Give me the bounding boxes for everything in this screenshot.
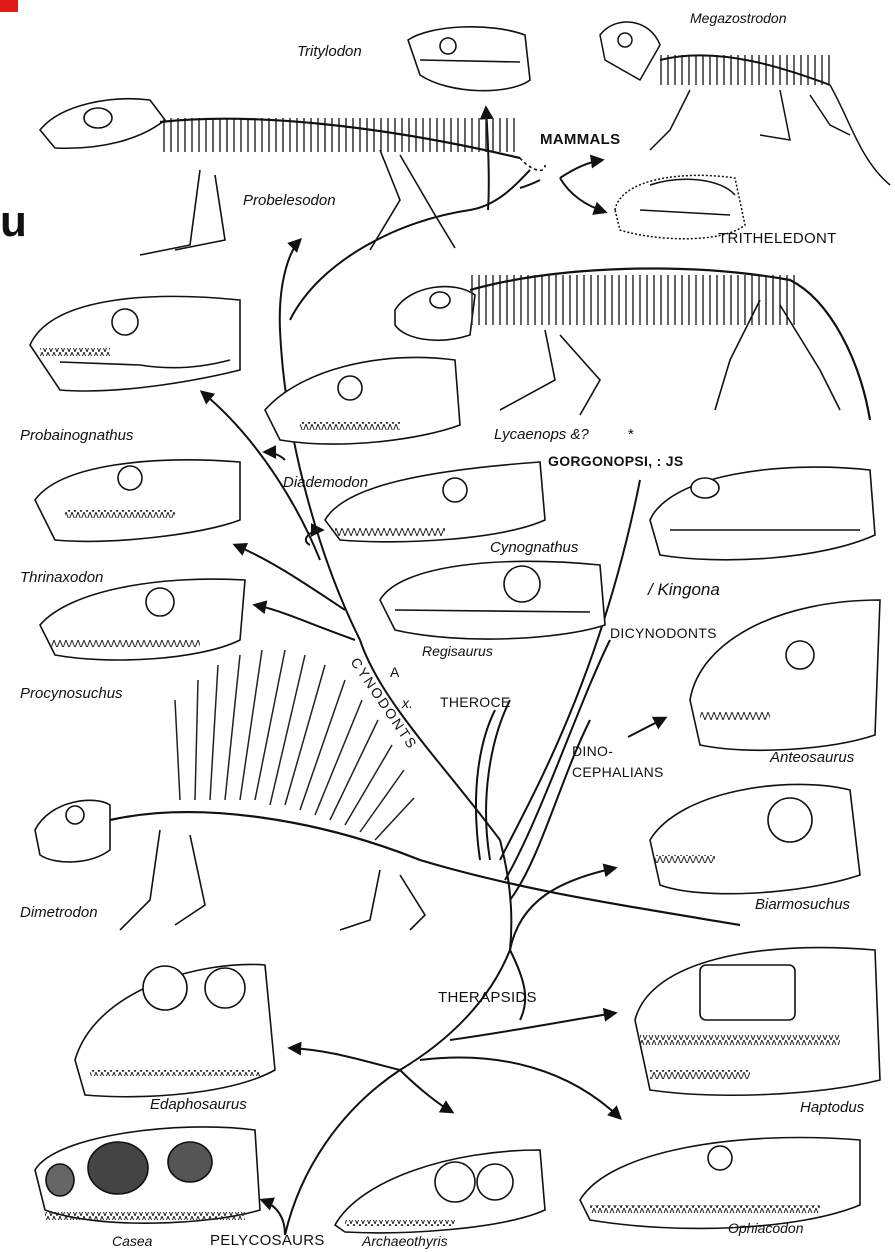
lycaenops-skeleton: [395, 269, 870, 420]
haptodus-skull: [635, 948, 880, 1096]
procynosuchus-label: Procynosuchus: [20, 686, 123, 701]
dinocephalians-label-line1: DINO-: [572, 744, 613, 758]
regisaurus-label: Regisaurus: [422, 644, 493, 658]
megazostrodon-skeleton: [600, 22, 890, 185]
pelycosaurs-label: PELYCOSAURS: [210, 1233, 325, 1248]
edaphosaurus-label: Edaphosaurus: [150, 1097, 247, 1112]
tritylodon-label: Tritylodon: [297, 44, 362, 59]
procynosuchus-skull: [40, 579, 245, 660]
regisaurus-skull: [380, 561, 605, 639]
anteosaurus-label: Anteosaurus: [770, 750, 854, 765]
asterisk-mark: *: [628, 427, 634, 442]
dimetrodon-label: Dimetrodon: [20, 905, 98, 920]
dicynodonts-label: DICYNODONTS: [610, 626, 717, 640]
ophiacodon-label: Ophiacodon: [728, 1221, 804, 1235]
x-mark: x.: [402, 696, 413, 710]
casea-skull: [35, 1127, 260, 1223]
a-mark: A: [390, 665, 399, 679]
mammals-label: MAMMALS: [540, 132, 620, 147]
megazostrodon-label: Megazostrodon: [690, 11, 787, 25]
thrinaxodon-skull: [35, 460, 240, 541]
ophiacodon-skull: [580, 1138, 860, 1229]
gorgonopsian-skull: [650, 467, 875, 560]
diademodon-skull: [265, 357, 460, 444]
therocephalians-label: THEROCE: [440, 695, 511, 709]
tritheledont-label: TRITHELEDONT: [718, 231, 837, 246]
therapsids-label: THERAPSIDS: [438, 990, 537, 1005]
edaphosaurus-skull: [75, 964, 275, 1096]
diademodon-label: Diademodon: [283, 475, 368, 490]
cynognathus-label: Cynognathus: [490, 540, 578, 555]
dinocephalians-label-line2: CEPHALIANS: [572, 765, 664, 779]
biarmosuchus-label: Biarmosuchus: [755, 897, 850, 912]
thrinaxodon-label: Thrinaxodon: [20, 570, 103, 585]
lycaenops-label: Lycaenops &?: [494, 427, 589, 442]
probelesodon-skeleton: [40, 99, 545, 255]
anteosaurus-skull: [690, 600, 880, 750]
archaeothyris-skull: [335, 1150, 545, 1233]
probelesodon-label: Probelesodon: [243, 193, 336, 208]
probainognathus-label: Probainognathus: [20, 428, 133, 443]
tritylodon-skull: [408, 27, 530, 91]
probainognathus-skull: [30, 296, 240, 391]
biarmosuchus-skull: [650, 784, 860, 893]
kingona-label: / Kingona: [648, 581, 720, 598]
haptodus-label: Haptodus: [800, 1100, 864, 1115]
gorgonopsians-label: GORGONOPSI, : JS: [548, 454, 684, 468]
archaeothyris-label: Archaeothyris: [362, 1234, 448, 1248]
dimetrodon-skeleton: [35, 650, 740, 930]
casea-label: Casea: [112, 1234, 152, 1248]
